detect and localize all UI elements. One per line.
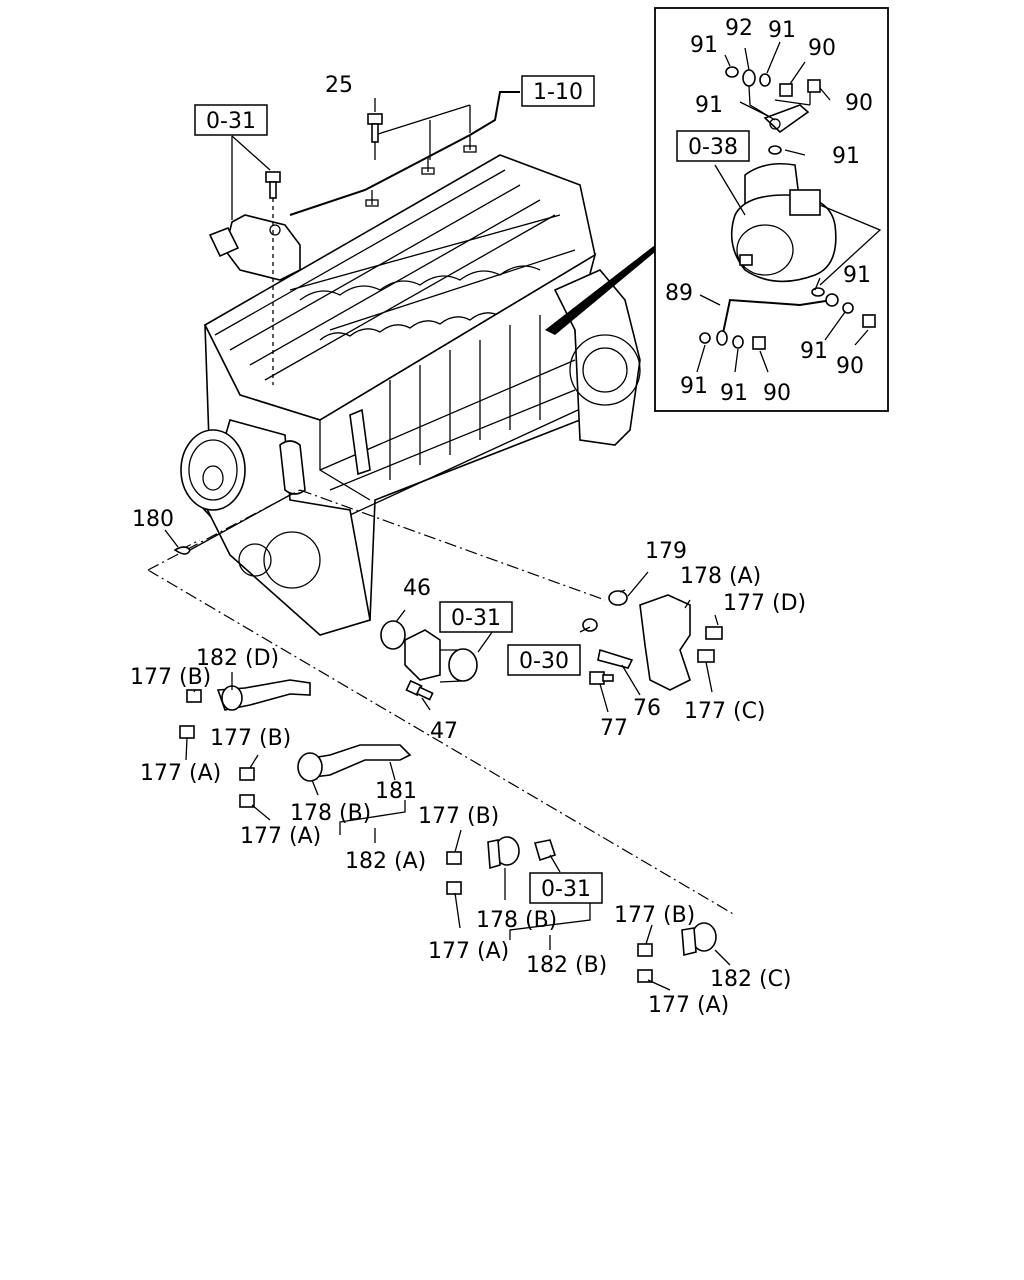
label-92: 92 [725,16,753,41]
label-46: 46 [403,576,431,601]
label-91: 91 [720,381,748,406]
bolt-25 [367,113,383,143]
label-182-D: 182 (D) [196,646,279,671]
label-90: 90 [763,381,791,406]
inset-box [654,7,889,412]
label-180: 180 [132,507,174,532]
label-177-B: 177 (B) [614,903,695,928]
label-91: 91 [800,339,828,364]
hose-182D [179,679,311,739]
label-177-A: 177 (A) [648,993,729,1018]
bolt-upper-0-31 [265,171,281,385]
svg-text:0-31: 0-31 [541,877,591,902]
label-90: 90 [808,36,836,61]
label-177-A: 177 (A) [240,824,321,849]
label-91: 91 [695,93,723,118]
label-77: 77 [600,716,628,741]
label-177-B: 177 (B) [210,726,291,751]
ref-box-0-38: 0-38 [676,130,750,162]
label-178-B: 178 (B) [290,801,371,826]
ref-box-1-10: 1-10 [521,75,595,107]
ref-box-0-30: 0-30 [507,644,581,676]
ref-box-0-31-low: 0-31 [529,872,603,904]
ref-box-0-31-top: 0-31 [194,104,268,136]
label-91: 91 [690,33,718,58]
fitting-182B [446,836,557,895]
label-177-D: 177 (D) [723,591,806,616]
fitting-182C [637,922,717,983]
hose-182A [239,744,412,808]
label-177-B: 177 (B) [418,804,499,829]
label-90: 90 [836,354,864,379]
label-177-A: 177 (A) [428,939,509,964]
label-89: 89 [665,281,693,306]
label-182-B: 182 (B) [526,953,607,978]
label-178-B: 178 (B) [476,908,557,933]
svg-text:1-10: 1-10 [533,80,583,105]
label-177-A: 177 (A) [140,761,221,786]
part-labels: 25 92 91 91 90 90 91 91 91 89 91 90 91 9… [130,16,873,1018]
label-177-B: 177 (B) [130,665,211,690]
label-91: 91 [832,144,860,169]
label-91: 91 [843,263,871,288]
label-178-A: 178 (A) [680,564,761,589]
label-91: 91 [768,18,796,43]
svg-text:0-38: 0-38 [688,135,738,160]
svg-text:0-31: 0-31 [206,109,256,134]
label-76: 76 [633,696,661,721]
vent-pipe [289,91,520,216]
label-90: 90 [845,91,873,116]
svg-text:0-31: 0-31 [451,606,501,631]
label-181: 181 [375,779,417,804]
label-47: 47 [430,719,458,744]
leader-lines [164,41,869,991]
label-182-C: 182 (C) [710,967,792,992]
svg-text:0-30: 0-30 [519,649,569,674]
label-91: 91 [680,374,708,399]
engine-block [180,154,655,636]
label-182-A: 182 (A) [345,849,426,874]
label-177-C: 177 (C) [684,699,766,724]
label-179: 179 [645,539,687,564]
ref-box-0-31-mid: 0-31 [439,601,513,633]
label-25: 25 [325,73,353,98]
